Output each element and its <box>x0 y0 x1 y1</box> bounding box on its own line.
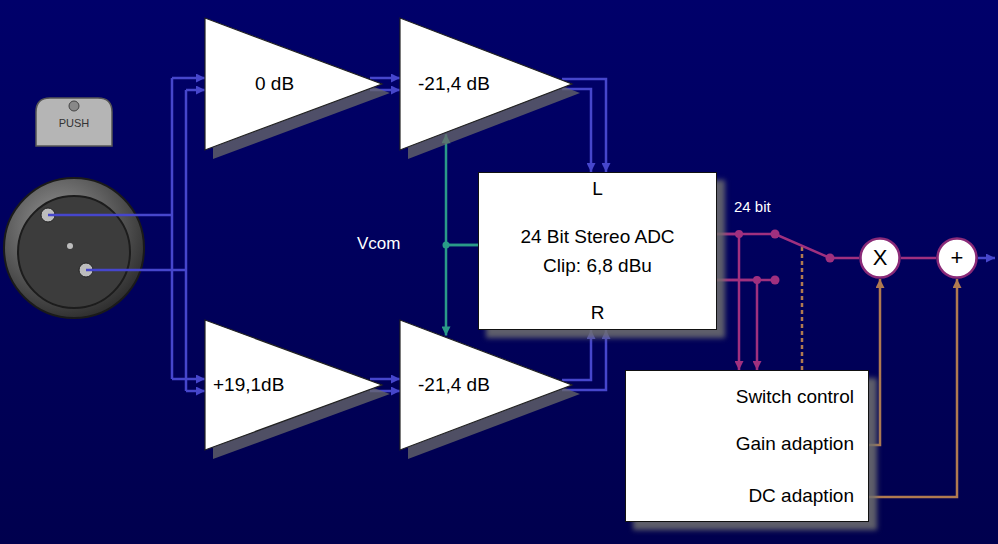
node-text: R <box>591 301 605 325</box>
node-text: +19,1dB <box>213 374 284 396</box>
signal-connector <box>562 330 606 390</box>
connector-label: PUSH <box>59 117 90 129</box>
bit-width-label: 24 bit <box>734 198 771 216</box>
output-arrow <box>978 257 995 260</box>
amplifier-triangle: -21,4 dB <box>400 18 572 150</box>
adder-circle: + <box>936 237 978 279</box>
node-text: Gain adaption <box>636 432 854 456</box>
signal-name: Vcom <box>357 234 400 254</box>
node-text: 24 Bit Stereo ADC Clip: 6,8 dBu <box>500 222 695 280</box>
input-wires <box>48 78 205 391</box>
node-text: -21,4 dB <box>418 73 490 95</box>
multiplier-circle: X <box>859 237 901 279</box>
amplifier-triangle: +19,1dB <box>205 320 382 450</box>
node-text: -21,4 dB <box>418 374 490 396</box>
xlr-connector <box>4 98 144 318</box>
node-text: Switch control <box>636 385 854 409</box>
control-box: Switch controlGain adaption DC adaption <box>625 370 869 522</box>
signal-connector <box>446 134 478 245</box>
connector-label: PUSH <box>59 113 90 131</box>
signal-name: Vcom <box>357 234 400 253</box>
signal-connector <box>446 245 478 335</box>
node-text: X <box>873 247 888 269</box>
signal-connector <box>901 258 936 259</box>
signal-connector <box>869 279 880 445</box>
amplifier-triangle: -21,4 dB <box>400 320 572 450</box>
amplifier-triangle: 0 dB <box>205 18 382 150</box>
node-text: 0 dB <box>255 73 294 95</box>
node-text: L <box>592 177 603 201</box>
bit-width-label: 24 bit <box>734 198 771 215</box>
signal-connector <box>869 279 957 497</box>
node-text: + <box>951 247 964 269</box>
node-text: DC adaption <box>636 484 854 508</box>
signal-connector <box>717 234 757 370</box>
adc-box: L 24 Bit Stereo ADC Clip: 6,8 dBuR <box>478 172 717 330</box>
